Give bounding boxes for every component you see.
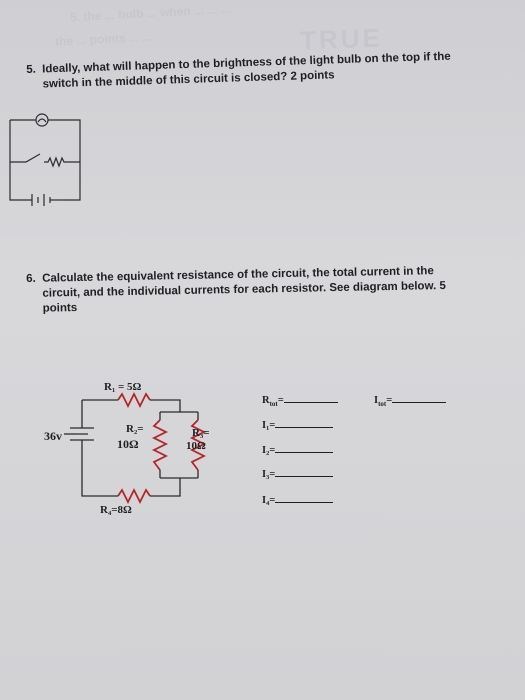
question-6-number: 6. [26, 272, 36, 285]
answer-itot: Itot= [374, 394, 447, 408]
resistor-r2-icon [151, 419, 169, 471]
circuit-wire [150, 478, 181, 497]
bleed-through-text-1: 5. the ... bulb ... when ... ... ... [69, 1, 231, 25]
bulb-filament [37, 118, 47, 123]
answer-i3-blank[interactable] [275, 468, 334, 477]
question-6-circuit-diagram [64, 391, 207, 505]
resistor-r4-icon [117, 487, 151, 505]
label-r4: R₄=8Ω [100, 504, 132, 516]
resistor-icon [44, 156, 80, 168]
label-r2-value: 10Ω [117, 437, 139, 451]
answer-i2-blank[interactable] [275, 444, 334, 453]
label-r1: R₁ = 5Ω [104, 381, 142, 393]
answer-rtot-blank[interactable] [283, 394, 338, 403]
bleed-through-text-3: the ... points ... ... [54, 29, 153, 49]
answer-itot-blank[interactable] [392, 394, 447, 403]
answer-rtot: Rtot= [262, 394, 338, 408]
question-5-circuit-diagram [9, 113, 81, 206]
label-r2-name: R₂= [126, 423, 144, 435]
answer-i3: I₃= [262, 468, 334, 480]
answer-i2: I₂= [262, 444, 334, 456]
light-bulb-icon [35, 113, 49, 127]
circuit-wire [48, 119, 81, 201]
answer-i1-blank[interactable] [275, 419, 334, 428]
answer-i4-blank[interactable] [275, 494, 334, 503]
resistor-r3-icon [189, 419, 207, 471]
question-5-number: 5. [26, 63, 36, 76]
label-battery-voltage: 36v [44, 429, 62, 443]
circuit-wire [9, 120, 32, 201]
answer-i4: I₄= [262, 494, 334, 506]
answer-i1: I₁= [262, 419, 334, 431]
question-6: 6.Calculate the equivalent resistance of… [26, 263, 497, 317]
circuit-wire [81, 440, 118, 497]
battery-icon [70, 427, 94, 441]
label-r3-value: 10Ω [186, 440, 206, 452]
switch-icon [10, 153, 41, 163]
battery-icon [31, 194, 51, 206]
question-5: 5.Ideally, what will happen to the brigh… [26, 48, 497, 93]
circuit-wire [159, 412, 199, 478]
circuit-wire [150, 399, 181, 412]
label-r3-name: R₃= [192, 427, 210, 439]
resistor-r1-icon [117, 391, 151, 409]
parallel-bus-wire [160, 411, 198, 479]
